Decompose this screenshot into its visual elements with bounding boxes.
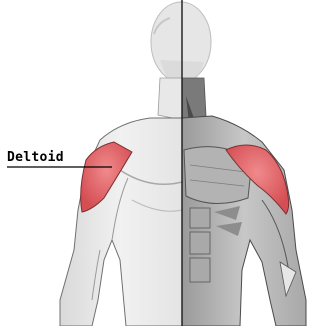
deltoid-label: Deltoid xyxy=(7,151,64,165)
